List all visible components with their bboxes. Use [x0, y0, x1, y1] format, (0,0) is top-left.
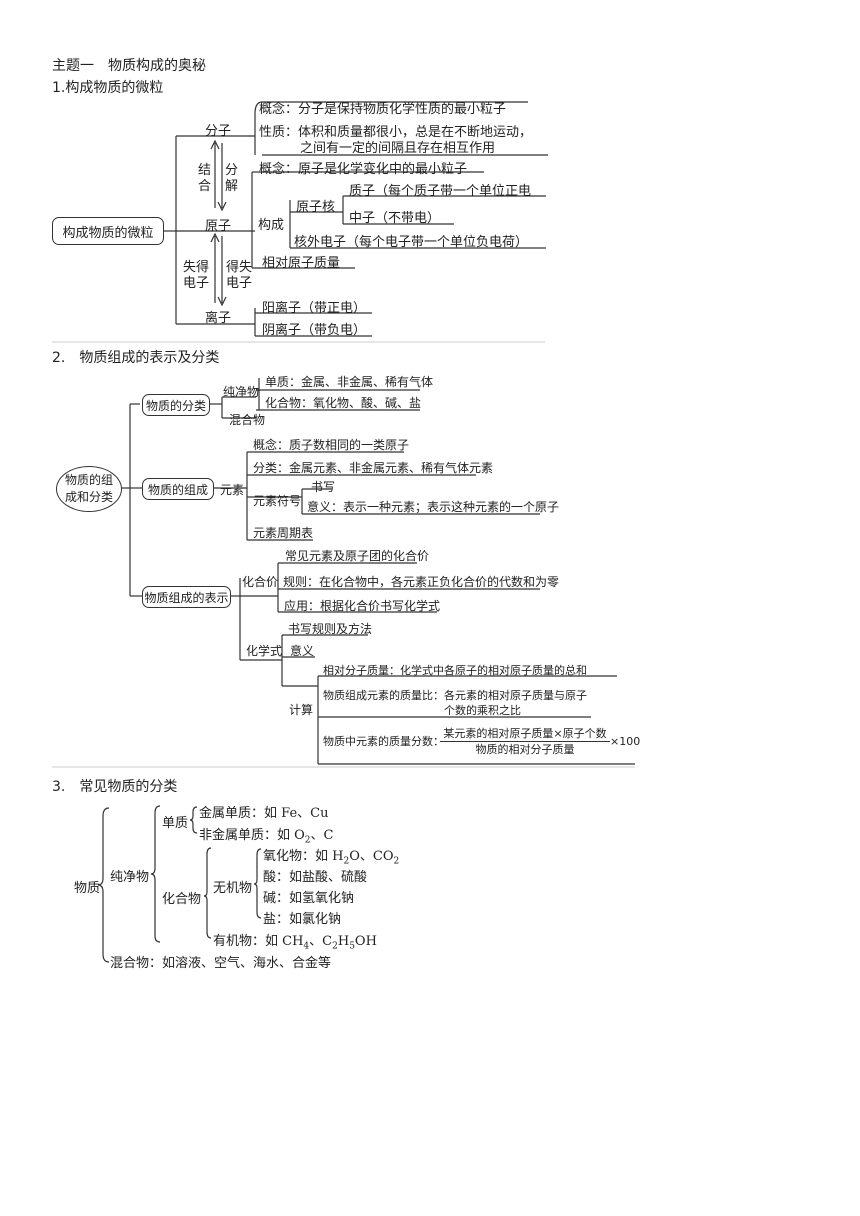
page-title: 主题一 物质构成的奥秘 [52, 58, 206, 74]
decompose-label: 分解 [225, 163, 239, 194]
symbol-writing-label: 书写 [311, 480, 336, 494]
compose-label: 构成 [258, 218, 285, 233]
composition-box: 物质的组成 [142, 478, 214, 500]
matter-label: 物质 [74, 881, 101, 896]
nucleus-label: 原子核 [296, 200, 336, 215]
element-symbol-label: 元素符号 [253, 494, 302, 508]
nonmetal-elemental-label: 非金属单质：如 O2、C [199, 828, 334, 846]
pure-substance-label-3: 纯净物 [110, 870, 150, 885]
classify-box: 物质的分类 [142, 394, 210, 416]
compound-label: 化合物：氧化物、酸、碱、盐 [265, 396, 422, 410]
calculation-label: 计算 [289, 703, 314, 717]
section-1-heading: 1.构成物质的微粒 [52, 80, 164, 96]
neutron-label: 中子（不带电） [349, 211, 441, 226]
molecule-property-2: 之间有一定的间隔且存在相互作用 [300, 141, 496, 156]
mass-fraction-denominator: 物质的相对分子质量 [475, 743, 575, 756]
particles-root-box: 构成物质的微粒 [52, 217, 164, 245]
proton-label: 质子（每个质子带一个单位正电 [349, 184, 532, 199]
formula-meaning-label: 意义 [290, 644, 315, 658]
anion-label: 阴离子（带负电） [262, 323, 367, 338]
mixture-label: 混合物 [229, 413, 266, 427]
relative-atomic-mass-label: 相对原子质量 [262, 256, 341, 271]
mass-fraction-formula: 某元素的相对原子质量×原子个数 物质的相对分子质量 [440, 726, 610, 757]
section-2-heading: 2. 物质组成的表示及分类 [52, 350, 220, 366]
molecule-label: 分子 [205, 124, 232, 139]
metal-elemental-label: 金属单质：如 Fe、Cu [199, 806, 329, 821]
composition-root-ellipse: 物质的组成和分类 [56, 466, 122, 512]
common-valence-label: 常见元素及原子团的化合价 [285, 549, 430, 563]
element-concept: 概念：质子数相同的一类原子 [253, 438, 410, 452]
elemental-substance-label: 单质：金属、非金属、稀有气体 [265, 375, 434, 389]
periodic-table-label: 元素周期表 [253, 526, 314, 540]
organic-label: 有机物：如 CH4、C2H5OH [213, 934, 377, 952]
combine-label: 结合 [198, 163, 212, 194]
symbol-meaning-label: 意义：表示一种元素；表示这种元素的一个原子 [307, 500, 560, 514]
mass-ratio-line-1: 物质组成元素的质量比：各元素的相对原子质量与原子 [323, 689, 587, 702]
lose-gain-electron-label: 电子 [183, 276, 210, 291]
gain-lose-electron-label: 电子 [226, 276, 253, 291]
elemental-label-3: 单质 [162, 816, 189, 831]
mass-fraction-numerator: 某元素的相对原子质量×原子个数 [440, 726, 610, 742]
acid-label: 酸：如盐酸、硫酸 [263, 870, 368, 885]
pure-substance-label: 纯净物 [223, 385, 260, 399]
relative-molecular-mass-label: 相对分子质量：化学式中各原子的相对原子质量的总和 [323, 664, 587, 677]
valence-label: 化合价 [242, 575, 279, 589]
atom-concept: 概念：原子是化学变化中的最小粒子 [259, 162, 468, 177]
mixture-label-3: 混合物：如溶液、空气、海水、合金等 [110, 956, 332, 971]
element-label: 元素 [220, 483, 245, 497]
salt-label: 盐：如氯化钠 [263, 912, 342, 927]
times-100-label: ×100 [610, 735, 641, 748]
composition-root-line-2: 成和分类 [64, 490, 113, 504]
element-classification: 分类：金属元素、非金属元素、稀有气体元素 [253, 461, 494, 475]
molecule-property-1: 性质：体积和质量都很小，总是在不断地运动， [259, 125, 533, 140]
valence-application-label: 应用：根据化合价书写化学式 [284, 599, 441, 613]
lose-gain-label: 失得 [183, 260, 210, 275]
cation-label: 阳离子（带正电） [262, 301, 367, 316]
section-3-heading: 3. 常见物质的分类 [52, 779, 178, 795]
chemical-formula-label: 化学式 [246, 644, 283, 658]
mass-ratio-line-2: 个数的乘积之比 [444, 704, 521, 717]
compound-label-3: 化合物 [162, 892, 202, 907]
atom-label: 原子 [205, 219, 232, 234]
electron-label: 核外电子（每个电子带一个单位负电荷） [294, 235, 529, 250]
mass-fraction-label: 物质中元素的质量分数： [323, 735, 444, 748]
representation-box: 物质组成的表示 [142, 586, 231, 608]
ion-label: 离子 [205, 311, 232, 326]
composition-root-line-1: 物质的组 [64, 473, 113, 487]
gain-lose-label: 得失 [226, 260, 253, 275]
formula-rules-label: 书写规则及方法 [288, 622, 373, 636]
molecule-concept: 概念：分子是保持物质化学性质的最小粒子 [259, 102, 507, 117]
valence-rule-label: 规则：在化合物中，各元素正负化合价的代数和为零 [283, 575, 560, 589]
oxide-label: 氧化物：如 H2O、CO2 [263, 849, 400, 867]
base-label: 碱：如氢氧化钠 [263, 891, 355, 906]
inorganic-label: 无机物 [213, 881, 253, 896]
